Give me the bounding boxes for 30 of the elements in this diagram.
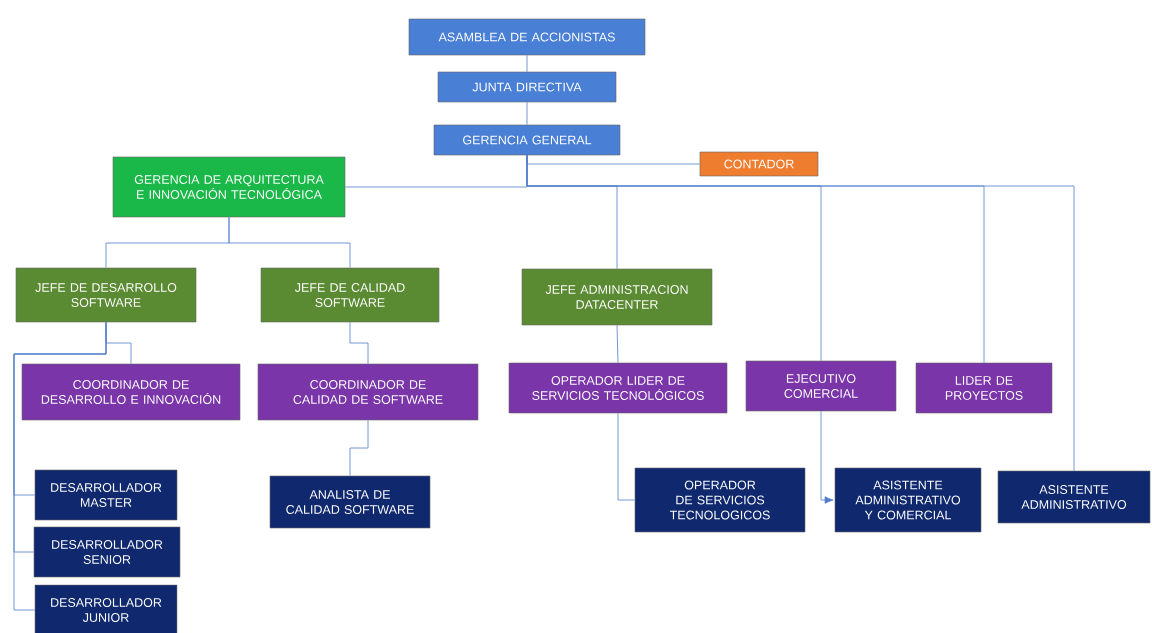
role-box: CONTADOR xyxy=(699,151,819,177)
connector xyxy=(526,154,1075,472)
connector xyxy=(820,410,834,504)
role-box: DESARROLLADOR MASTER xyxy=(34,469,178,521)
connector xyxy=(349,321,369,365)
connector xyxy=(349,419,369,477)
role-box: ASISTENTE ADMINISTRATIVO Y COMERCIAL xyxy=(834,467,982,533)
connector xyxy=(228,216,351,269)
role-box: OPERADOR DE SERVICIOS TECNOLOGICOS xyxy=(634,467,806,533)
role-box: ANALISTA DE CALIDAD SOFTWARE xyxy=(269,475,431,529)
role-box: LIDER DE PROYECTOS xyxy=(915,362,1053,414)
role-box: OPERADOR LIDER DE SERVICIOS TECNOLÓGICOS xyxy=(508,362,728,414)
title-box: ASAMBLEA DE ACCIONISTAS xyxy=(408,18,646,56)
role-box: EJECUTIVO COMERCIAL xyxy=(745,360,897,412)
role-box: COORDINADOR DE DESARROLLO E INNOVACIÓN xyxy=(21,363,241,421)
department-box: JEFE DE CALIDAD SOFTWARE xyxy=(260,267,440,323)
connector xyxy=(526,101,528,126)
role-box: DESARROLLADOR JUNIOR xyxy=(34,584,178,633)
department-box: GERENCIA DE ARQUITECTURA E INNOVACIÓN TECNOLÓGICA xyxy=(112,156,346,218)
connector xyxy=(526,54,528,73)
role-box: COORDINADOR DE CALIDAD DE SOFTWARE xyxy=(257,363,479,421)
department-box: JEFE DE DESARROLLO SOFTWARE xyxy=(15,267,197,323)
board-box: JUNTA DIRECTIVA xyxy=(437,71,617,103)
connector xyxy=(13,321,107,611)
role-box: ASISTENTE ADMINISTRATIVO xyxy=(997,470,1151,524)
connector xyxy=(617,412,636,501)
manager-box: GERENCIA GENERAL xyxy=(433,124,621,156)
department-box: JEFE ADMINISTRACION DATACENTER xyxy=(521,268,713,326)
connector xyxy=(616,324,619,364)
role-box: DESARROLLADOR SENIOR xyxy=(33,526,181,578)
